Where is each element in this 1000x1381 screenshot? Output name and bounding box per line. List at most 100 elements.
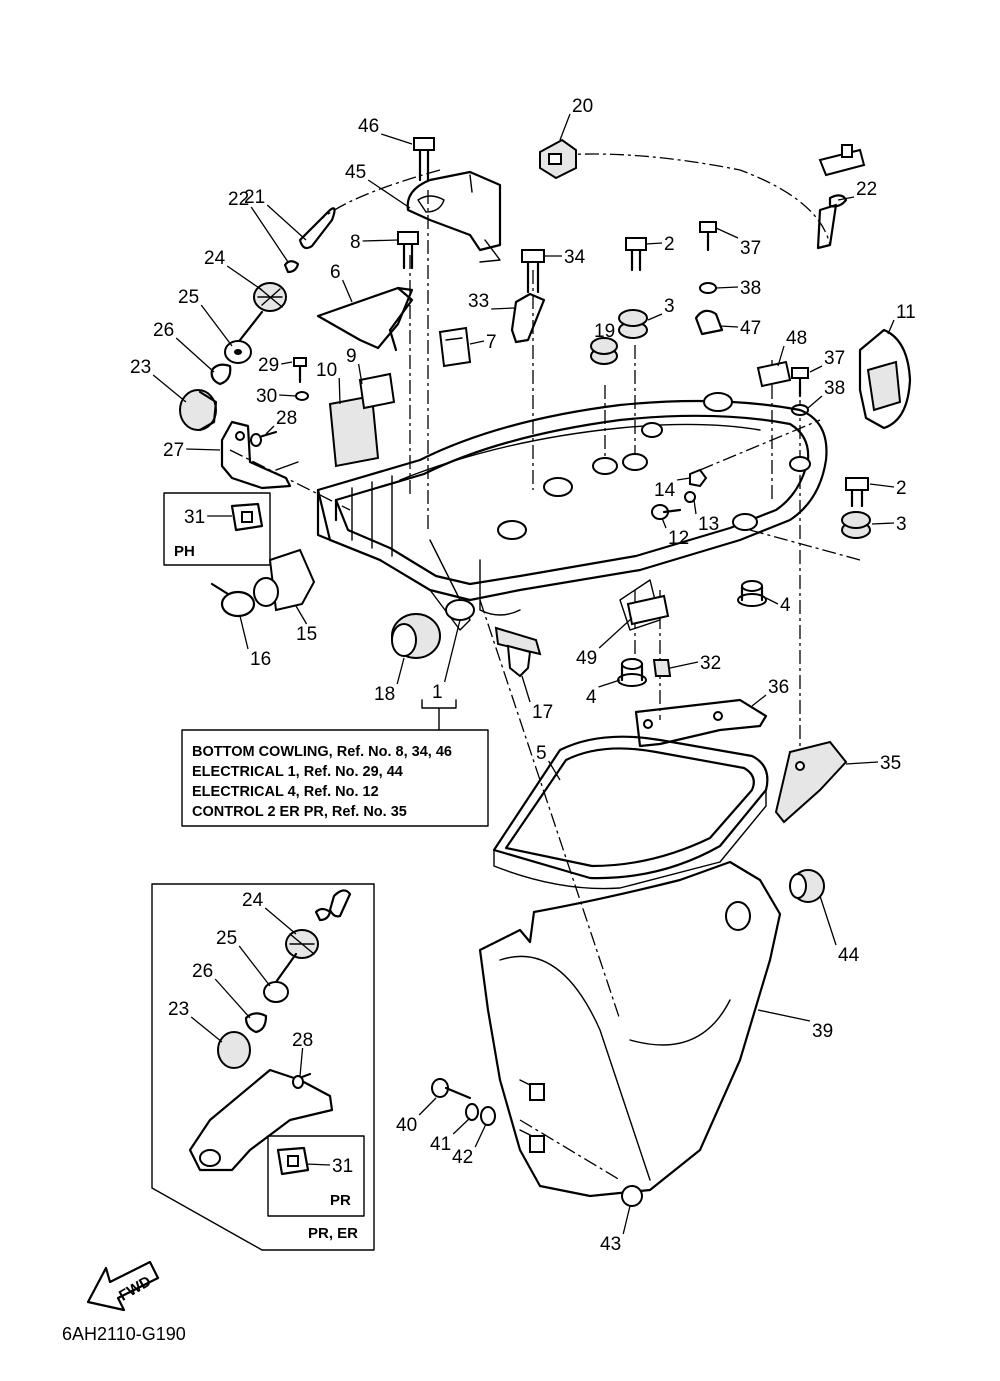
- part-40-bolt[interactable]: [431, 1078, 472, 1100]
- part-38-washer-upper[interactable]: [699, 282, 717, 294]
- leader-line-16: [239, 615, 249, 650]
- leader-line-11: [887, 319, 895, 335]
- part-15-boot[interactable]: [253, 548, 316, 612]
- part-22-clip-upper-left[interactable]: [283, 260, 300, 274]
- part-44-grommet[interactable]: [789, 869, 825, 903]
- ph-box: PH: [163, 492, 271, 566]
- part-43-nut[interactable]: [621, 1185, 643, 1207]
- part-8-bolt[interactable]: [397, 231, 419, 270]
- callout-38b: 38: [824, 378, 845, 399]
- callout-46: 46: [358, 116, 379, 137]
- part-4-bushing-right[interactable]: [737, 580, 767, 607]
- leader-line-13: [693, 499, 697, 515]
- callout-24a: 24: [204, 248, 226, 269]
- part-3-grommet-right[interactable]: [841, 511, 871, 539]
- drawing-code: 6AH2110-G190: [62, 1324, 186, 1344]
- part-22-connector-right[interactable]: [816, 144, 866, 250]
- leader-line-46: [380, 133, 413, 145]
- leader-line-26b: [214, 978, 251, 1019]
- part-45-bracket[interactable]: [406, 170, 502, 263]
- callout-28b: 28: [292, 1030, 313, 1051]
- callout-14: 14: [654, 480, 676, 501]
- leader-line-29: [281, 361, 293, 365]
- callout-1: 1: [432, 682, 443, 703]
- leader-line-12: [661, 517, 667, 529]
- callout-26a: 26: [153, 320, 174, 341]
- leader-line-44: [819, 895, 837, 946]
- part-2-bolt-upper[interactable]: [625, 237, 647, 272]
- part-48-label[interactable]: [756, 360, 792, 388]
- part-36-bracket[interactable]: [634, 698, 768, 748]
- leader-line-40: [418, 1097, 437, 1116]
- leader-line-31b: [305, 1163, 331, 1166]
- part-21-hose[interactable]: [298, 207, 336, 250]
- part-35-bracket[interactable]: [774, 740, 848, 824]
- part-19-grommet[interactable]: [590, 337, 618, 365]
- callout-12: 12: [668, 528, 689, 549]
- inset-pr-er: PR PR, ER: [151, 883, 375, 1251]
- part-34-bolt[interactable]: [521, 249, 545, 294]
- callout-22a: 22: [228, 189, 249, 210]
- leader-line-24b: [264, 907, 297, 935]
- callout-45: 45: [345, 162, 366, 183]
- part-20-clamp[interactable]: [539, 138, 577, 180]
- leader-line-47: [719, 325, 739, 328]
- leader-line-5: [548, 760, 561, 781]
- part-46-bolt[interactable]: [413, 137, 435, 182]
- part-18-grommet[interactable]: [391, 613, 441, 659]
- part-27-bracket[interactable]: [220, 420, 299, 490]
- callout-17: 17: [532, 702, 553, 723]
- part-4-bushing-lower[interactable]: [617, 658, 647, 687]
- part-41-washer[interactable]: [465, 1103, 479, 1121]
- callout-48: 48: [786, 328, 807, 349]
- part-6-plate[interactable]: [316, 286, 414, 352]
- part-26-clip[interactable]: [210, 363, 232, 386]
- leader-line-36: [751, 694, 767, 707]
- part-30-washer[interactable]: [295, 391, 309, 401]
- part-23-grommet[interactable]: [179, 389, 218, 432]
- part-39-lower-cowling[interactable]: [478, 860, 782, 1198]
- leader-line-19: [603, 337, 606, 340]
- part-28-screw[interactable]: [250, 430, 278, 447]
- callout-22b: 22: [856, 179, 877, 200]
- part-47-clip[interactable]: [694, 309, 724, 336]
- part-11-cover[interactable]: [858, 328, 912, 430]
- callout-18: 18: [374, 684, 395, 705]
- part-49-label[interactable]: [626, 594, 670, 626]
- callout-28a: 28: [276, 408, 297, 429]
- pr-tag: PR: [330, 1192, 351, 1209]
- leader-line-43: [622, 1205, 631, 1235]
- part-14-nut[interactable]: [689, 468, 708, 488]
- pr-er-tag: PR, ER: [308, 1225, 358, 1242]
- callout-32: 32: [700, 653, 721, 674]
- part-5-seal[interactable]: [492, 735, 769, 890]
- note-line-1: BOTTOM COWLING, Ref. No. 8, 34, 46: [192, 744, 452, 760]
- part-29-screw[interactable]: [293, 357, 307, 384]
- part-33-bracket[interactable]: [510, 292, 546, 344]
- part-9-clip[interactable]: [358, 372, 396, 410]
- part-37-screw-upper[interactable]: [699, 221, 717, 252]
- part-25-knob[interactable]: [224, 310, 264, 364]
- part-7-clip[interactable]: [438, 326, 472, 368]
- leader-line-20: [559, 113, 571, 141]
- part-10-block[interactable]: [328, 394, 380, 468]
- leader-lines: [152, 113, 895, 1235]
- part-42-washer[interactable]: [480, 1106, 496, 1126]
- leader-line-15: [295, 605, 308, 625]
- callout-35: 35: [880, 753, 901, 774]
- part-2-bolt-right[interactable]: [845, 477, 869, 508]
- callout-42: 42: [452, 1147, 473, 1168]
- callout-27: 27: [163, 440, 184, 461]
- part-13-washer[interactable]: [684, 491, 696, 503]
- leader-line-14: [677, 477, 691, 481]
- callout-37b: 37: [824, 348, 845, 369]
- part-3-grommet-upper[interactable]: [618, 309, 648, 339]
- part-16-clamp[interactable]: [210, 582, 256, 618]
- part-32-nut[interactable]: [652, 659, 672, 677]
- part-1-bottom-cowling[interactable]: [316, 392, 828, 631]
- part-37-screw-lower[interactable]: [791, 367, 809, 398]
- part-12-screw[interactable]: [651, 504, 682, 520]
- ph-tag: PH: [174, 543, 195, 560]
- part-17-mount[interactable]: [494, 626, 542, 678]
